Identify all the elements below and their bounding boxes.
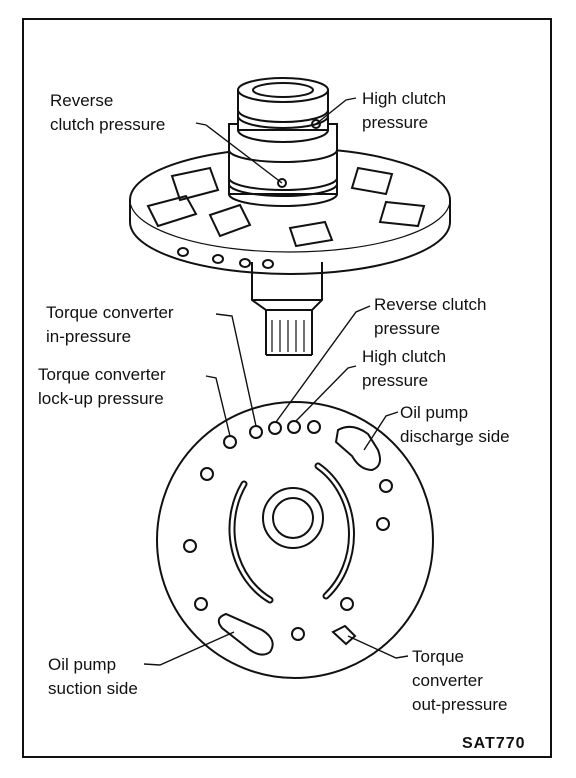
label-oil-suction-2: suction side — [48, 679, 138, 698]
seal-ring — [228, 177, 338, 191]
label-tc-lockup-1: Torque converter — [38, 365, 166, 384]
figure-code: SAT770 — [462, 735, 526, 752]
face-port — [307, 420, 321, 434]
flange-front-edge — [129, 199, 451, 253]
suction-slot — [217, 612, 274, 656]
arc-channel-right — [314, 462, 355, 600]
leader-tc-in — [215, 313, 257, 427]
leader-suction — [143, 631, 235, 666]
tc-in-port — [249, 425, 263, 439]
label-tc-out-3: out-pressure — [412, 695, 507, 714]
discharge-slot — [334, 425, 381, 472]
seal-ring — [228, 183, 338, 197]
leader-reverse-clutch-mid — [275, 305, 371, 423]
tc-out-slot — [331, 624, 357, 646]
label-reverse-clutch-mid-1: Reverse clutch — [374, 295, 486, 314]
high-clutch-port-face — [287, 420, 301, 434]
leader-reverse-clutch-top — [195, 122, 283, 184]
bolt-hole — [340, 597, 354, 611]
flange-window — [350, 166, 394, 196]
label-oil-suction-1: Oil pump — [48, 655, 116, 674]
flange-window — [208, 203, 252, 238]
shaft-splines — [271, 320, 305, 352]
reverse-clutch-port — [277, 178, 287, 188]
leader-high-clutch-top — [315, 97, 357, 125]
tc-lockup-port — [223, 435, 237, 449]
leader-lines — [143, 97, 409, 666]
oil-pump-cover-assembly — [129, 77, 451, 356]
label-tc-lockup-2: lock-up pressure — [38, 389, 164, 408]
flange-window — [288, 220, 334, 248]
leader-tc-lockup — [205, 375, 231, 437]
label-reverse-clutch-top-2: clutch pressure — [50, 115, 165, 134]
label-high-clutch-mid-2: pressure — [362, 371, 428, 390]
bolt-hole — [183, 539, 197, 553]
rim-hole — [239, 258, 251, 268]
flange-side — [129, 200, 451, 275]
housing-bore-outer — [262, 487, 324, 549]
housing-outer-circle — [156, 401, 434, 679]
hub-bore — [252, 82, 314, 98]
bolt-hole — [194, 597, 208, 611]
rim-hole — [177, 247, 189, 257]
flange-window — [170, 166, 220, 202]
bolt-hole — [379, 479, 393, 493]
label-tc-out-1: Torque — [412, 647, 464, 666]
flange-window — [378, 200, 426, 228]
label-tc-out-2: converter — [412, 671, 483, 690]
rim-hole — [262, 259, 274, 269]
label-tc-in-2: in-pressure — [46, 327, 131, 346]
oil-pump-housing-face — [156, 401, 434, 679]
rim-hole — [212, 254, 224, 264]
bolt-hole — [376, 517, 390, 531]
label-high-clutch-top-1: High clutch — [362, 89, 446, 108]
shaft-step — [252, 299, 322, 311]
label-high-clutch-top-2: pressure — [362, 113, 428, 132]
bolt-hole — [291, 627, 305, 641]
label-tc-in-1: Torque converter — [46, 303, 174, 322]
labels: Reverse clutch pressure High clutch pres… — [38, 89, 526, 752]
label-reverse-clutch-mid-2: pressure — [374, 319, 440, 338]
reverse-clutch-port-face — [268, 421, 282, 435]
seal-ring — [237, 115, 329, 129]
label-reverse-clutch-top-1: Reverse — [50, 91, 113, 110]
housing-bore-inner — [272, 497, 314, 539]
seal-ring — [228, 149, 338, 163]
figure-frame — [22, 18, 552, 758]
hub-step — [237, 129, 329, 143]
leader-high-clutch-mid — [295, 365, 357, 422]
high-clutch-port — [311, 119, 321, 129]
bolt-hole — [200, 467, 214, 481]
hub-base — [228, 193, 338, 207]
label-oil-discharge-1: Oil pump — [400, 403, 468, 422]
stator-shaft — [251, 262, 323, 355]
arc-channel-right-inner — [316, 464, 353, 598]
flange-window — [146, 194, 198, 228]
seal-ring — [237, 109, 329, 123]
hub-top-face — [237, 77, 329, 103]
label-oil-discharge-2: discharge side — [400, 427, 510, 446]
leader-discharge — [363, 411, 399, 451]
arc-channel-left-inner — [230, 482, 272, 602]
label-high-clutch-mid-1: High clutch — [362, 347, 446, 366]
leader-tc-out — [347, 635, 409, 659]
